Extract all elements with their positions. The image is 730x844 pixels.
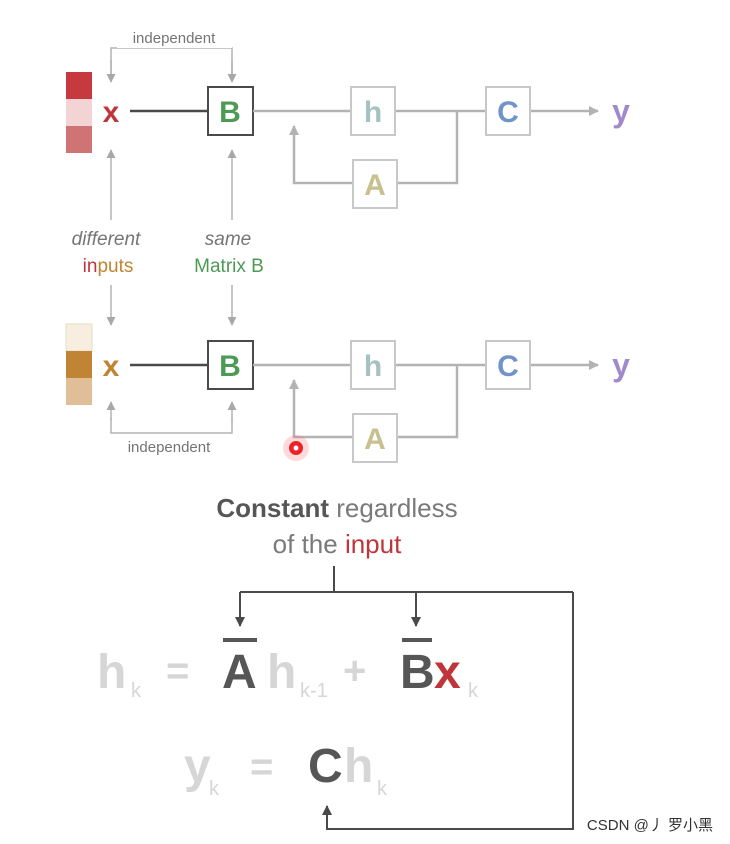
constant-annotation: Constant regardless of the input [216, 493, 574, 830]
formula-h-prev: h [267, 646, 296, 699]
bottom-swatch-cell-1 [65, 323, 93, 352]
formula-b-bar: B [400, 646, 435, 699]
bottom-swatch-cell-2 [66, 351, 92, 378]
bottom-c-label: C [497, 350, 519, 383]
bottom-independent-label: independent [128, 439, 211, 456]
top-c-label: C [497, 96, 519, 129]
bottom-a-label: A [364, 423, 386, 456]
inputs-label: inputs [83, 256, 134, 277]
top-swatch-cell-3 [66, 126, 92, 153]
annotation-of-the: of the [273, 529, 345, 559]
bottom-row: x B h C y A independent [65, 323, 630, 463]
formula-c: C [308, 740, 343, 793]
bottom-independent-bracket: independent [106, 401, 237, 456]
top-a-box [352, 159, 398, 209]
top-b-label: B [219, 96, 241, 129]
bottom-x-label: x [103, 350, 120, 383]
top-y-label: y [612, 93, 630, 129]
formula-h-out-sub: k [377, 778, 388, 800]
formula-h-out: h [344, 740, 373, 793]
annotation-line-2: of the input [273, 529, 402, 559]
matrix-b-label: Matrix B [194, 256, 264, 277]
top-independent-bracket: independent [106, 28, 237, 83]
top-x-label: x [103, 96, 120, 129]
bottom-h-label: h [364, 350, 382, 383]
formula-x: x [434, 646, 461, 699]
formula: h k = A h k-1 + B x k y k = C h k [97, 638, 479, 800]
formula-plus: + [343, 649, 366, 693]
annotation-input: input [345, 529, 402, 559]
formula-a-bar: A [222, 646, 257, 699]
formula-y-sub: k [209, 778, 220, 800]
top-h-box [350, 86, 396, 136]
top-input-swatch [66, 72, 92, 153]
formula-h: h [97, 646, 126, 699]
formula-x-sub: k [468, 680, 479, 702]
inputs-part-red: in [83, 256, 98, 277]
top-c-box [485, 86, 531, 136]
top-b-box [207, 86, 254, 136]
same-label: same [205, 229, 251, 250]
formula-h-sub: k [131, 680, 142, 702]
bottom-b-label: B [219, 350, 241, 383]
csdn-watermark: CSDN @丿 罗小黑 [587, 817, 713, 834]
bottom-y-label: y [612, 347, 630, 383]
formula-y: y [184, 740, 211, 793]
cursor-pointer [283, 435, 309, 461]
top-independent-label: independent [133, 30, 216, 47]
different-label: different [72, 229, 141, 250]
formula-equals-1: = [166, 649, 189, 693]
bottom-swatch-cell-3 [66, 378, 92, 405]
top-swatch-cell-2 [66, 99, 92, 126]
top-swatch-cell-1 [66, 72, 92, 99]
top-a-label: A [364, 169, 386, 202]
formula-equals-2: = [250, 745, 273, 789]
annotation-line-1: Constant regardless [216, 493, 457, 523]
bottom-h-box [350, 340, 396, 390]
bottom-input-swatch [65, 323, 93, 405]
inputs-part-orange: puts [97, 256, 133, 277]
bottom-a-box [352, 413, 398, 463]
annotation-regardless: regardless [329, 493, 458, 523]
middle-connectors: different inputs same Matrix B [72, 149, 264, 326]
top-h-label: h [364, 96, 382, 129]
annotation-constant: Constant [216, 493, 329, 523]
formula-h-prev-sub: k-1 [300, 680, 328, 702]
bottom-c-box [485, 340, 531, 390]
top-row: independent x B h C y A [66, 28, 630, 209]
